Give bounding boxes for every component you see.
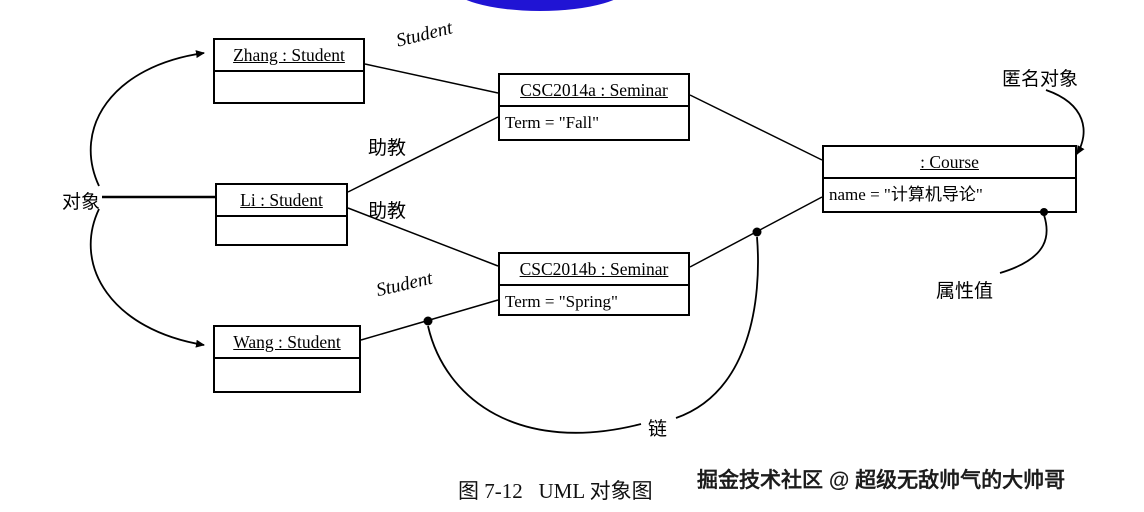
link-pointer-left xyxy=(427,325,642,434)
annotation-object: 对象 xyxy=(62,192,101,213)
object-box-seminar-b: CSC2014b : Seminar Term = "Spring" xyxy=(498,252,690,316)
link-seminar-b-course xyxy=(689,196,823,268)
annotation-attribute-value: 属性值 xyxy=(936,281,994,302)
object-attrs-wang-empty xyxy=(215,357,359,391)
link-dot-seminar-b-course xyxy=(752,227,762,237)
object-title-wang: Wang : Student xyxy=(233,332,341,352)
link-wang-seminar-b xyxy=(360,299,499,341)
link-dot-wang-seminar-b xyxy=(423,316,433,326)
object-pointer-curve-down xyxy=(89,208,205,348)
object-title-seminar-b: CSC2014b : Seminar xyxy=(519,259,669,279)
link-zhang-seminar-a xyxy=(364,63,499,94)
object-pointer-curve-up xyxy=(89,50,205,187)
figure-caption: 图 7-12 UML 对象图 xyxy=(458,479,653,503)
object-box-li: Li : Student xyxy=(215,183,348,246)
object-title-seminar-a: CSC2014a : Seminar xyxy=(520,80,668,100)
link-seminar-a-course xyxy=(689,94,823,161)
object-box-course: : Course name = "计算机导论" xyxy=(822,145,1077,213)
object-title-zhang: Zhang : Student xyxy=(233,45,345,65)
role-label-student-top: Student xyxy=(394,17,455,52)
object-attr-course-name: name = "计算机导论" xyxy=(824,177,1075,211)
role-label-student-bottom: Student xyxy=(374,267,435,302)
annotation-anonymous-object: 匿名对象 xyxy=(1002,69,1079,90)
object-box-wang: Wang : Student xyxy=(213,325,361,393)
object-box-zhang: Zhang : Student xyxy=(213,38,365,104)
watermark-text: 掘金技术社区 @ 超级无敌帅气的大帅哥 xyxy=(697,469,1066,492)
decorative-ellipse xyxy=(466,0,614,11)
object-title-course: : Course xyxy=(920,152,979,172)
annotation-link: 链 xyxy=(648,419,668,440)
object-title-li: Li : Student xyxy=(240,190,323,210)
object-attrs-zhang-empty xyxy=(215,70,363,102)
role-label-assistant-b: 助教 xyxy=(368,201,407,222)
object-box-seminar-a: CSC2014a : Seminar Term = "Fall" xyxy=(498,73,690,141)
object-attrs-li-empty xyxy=(217,215,346,244)
attribute-value-pointer xyxy=(999,214,1048,274)
role-label-assistant-a: 助教 xyxy=(368,138,407,159)
object-attr-seminar-a-term: Term = "Fall" xyxy=(500,105,688,139)
object-attr-seminar-b-term: Term = "Spring" xyxy=(500,284,688,314)
